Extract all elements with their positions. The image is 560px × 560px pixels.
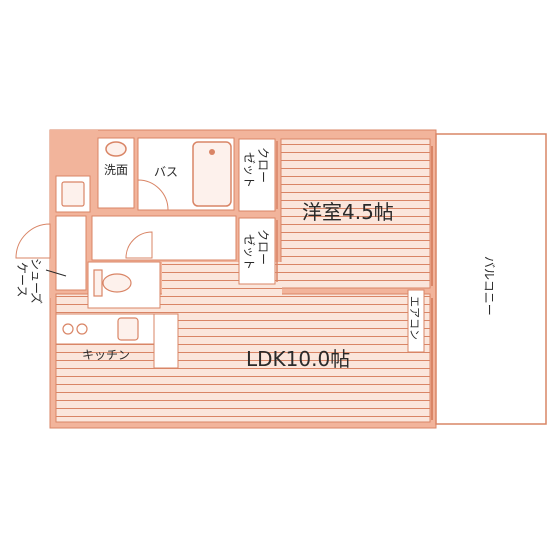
balcony bbox=[435, 133, 547, 425]
ldk-label: LDK10.0帖 bbox=[246, 347, 350, 371]
wash-basin bbox=[105, 141, 127, 157]
toilet-tank bbox=[93, 269, 103, 297]
shoe-case-leader bbox=[45, 269, 67, 277]
western-room-label: 洋室4.5帖 bbox=[302, 200, 394, 224]
washing-machine bbox=[61, 181, 85, 207]
shoe-case-label-line-1: シュー bbox=[29, 258, 43, 294]
stove-burner-left bbox=[62, 323, 74, 335]
kitchen-sink bbox=[117, 317, 139, 341]
shoe-case-label: シュー ズ ケース bbox=[15, 258, 44, 304]
shoe-case-label-line-3: ケース bbox=[15, 262, 29, 297]
closet-2 bbox=[238, 217, 276, 285]
closet-2-label: クロー ゼット bbox=[242, 229, 270, 270]
closet-1-label-line-1: クロー bbox=[256, 147, 270, 183]
balcony-label: バルコニー bbox=[482, 256, 496, 316]
stove-burner-right bbox=[76, 323, 88, 335]
closet-1-label: クロー ゼット bbox=[242, 147, 270, 188]
washroom-label: 洗面 bbox=[104, 163, 128, 177]
kitchen-label: キッチン bbox=[82, 348, 130, 362]
closet-1-label-line-2: ゼット bbox=[242, 152, 256, 188]
closet-1 bbox=[238, 138, 276, 212]
bathtub bbox=[192, 141, 232, 207]
bath-door-swing bbox=[137, 179, 169, 211]
toilet-door-swing bbox=[125, 231, 153, 259]
shoe-case-cabinet bbox=[55, 215, 87, 291]
corridor-floor bbox=[91, 215, 237, 261]
shoe-case-label-line-2: ズ bbox=[29, 292, 44, 304]
aircon-label: エアコン bbox=[408, 296, 421, 340]
kitchen-counter-end bbox=[153, 313, 179, 369]
bath-label: バス bbox=[154, 165, 178, 179]
aircon-unit bbox=[407, 289, 425, 353]
closet-2-label-line-2: ゼット bbox=[242, 234, 256, 270]
western-room-floor bbox=[280, 138, 431, 289]
closet-2-label-line-1: クロー bbox=[256, 229, 270, 265]
entrance-door-swing bbox=[15, 223, 51, 259]
toilet-bowl bbox=[102, 273, 132, 293]
bathtub-drain bbox=[209, 149, 215, 155]
